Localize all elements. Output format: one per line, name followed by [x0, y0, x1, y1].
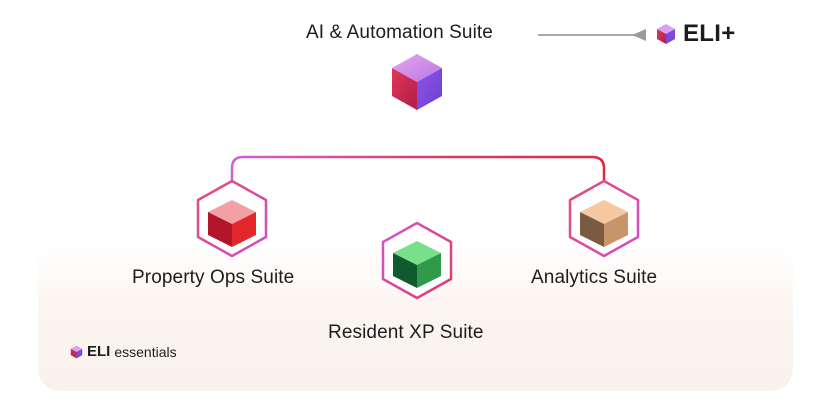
analytics-label: Analytics Suite: [531, 267, 658, 288]
eli-essentials-bold: ELI: [87, 343, 111, 360]
property-ops-label: Property Ops Suite: [132, 267, 295, 288]
ai-automation-cube-icon: [392, 54, 442, 110]
ai-automation-label: AI & Automation Suite: [306, 22, 493, 43]
connector-lines: [230, 118, 606, 215]
eli-essentials-logo: ELI essentials: [70, 343, 177, 360]
property-ops-cube-icon: [196, 179, 268, 258]
eli-plus-cube-icon: [657, 24, 675, 44]
eli-essentials-text: essentials: [114, 343, 177, 360]
eli-essentials-cube-icon: [70, 345, 83, 358]
eli-plus-text: ELI+: [683, 20, 736, 47]
resident-xp-label: Resident XP Suite: [328, 322, 484, 343]
connector-arrow: [538, 29, 646, 41]
resident-xp-cube-icon: [381, 221, 453, 300]
analytics-cube-icon: [568, 179, 640, 258]
eli-plus-logo: ELI+: [656, 20, 736, 48]
